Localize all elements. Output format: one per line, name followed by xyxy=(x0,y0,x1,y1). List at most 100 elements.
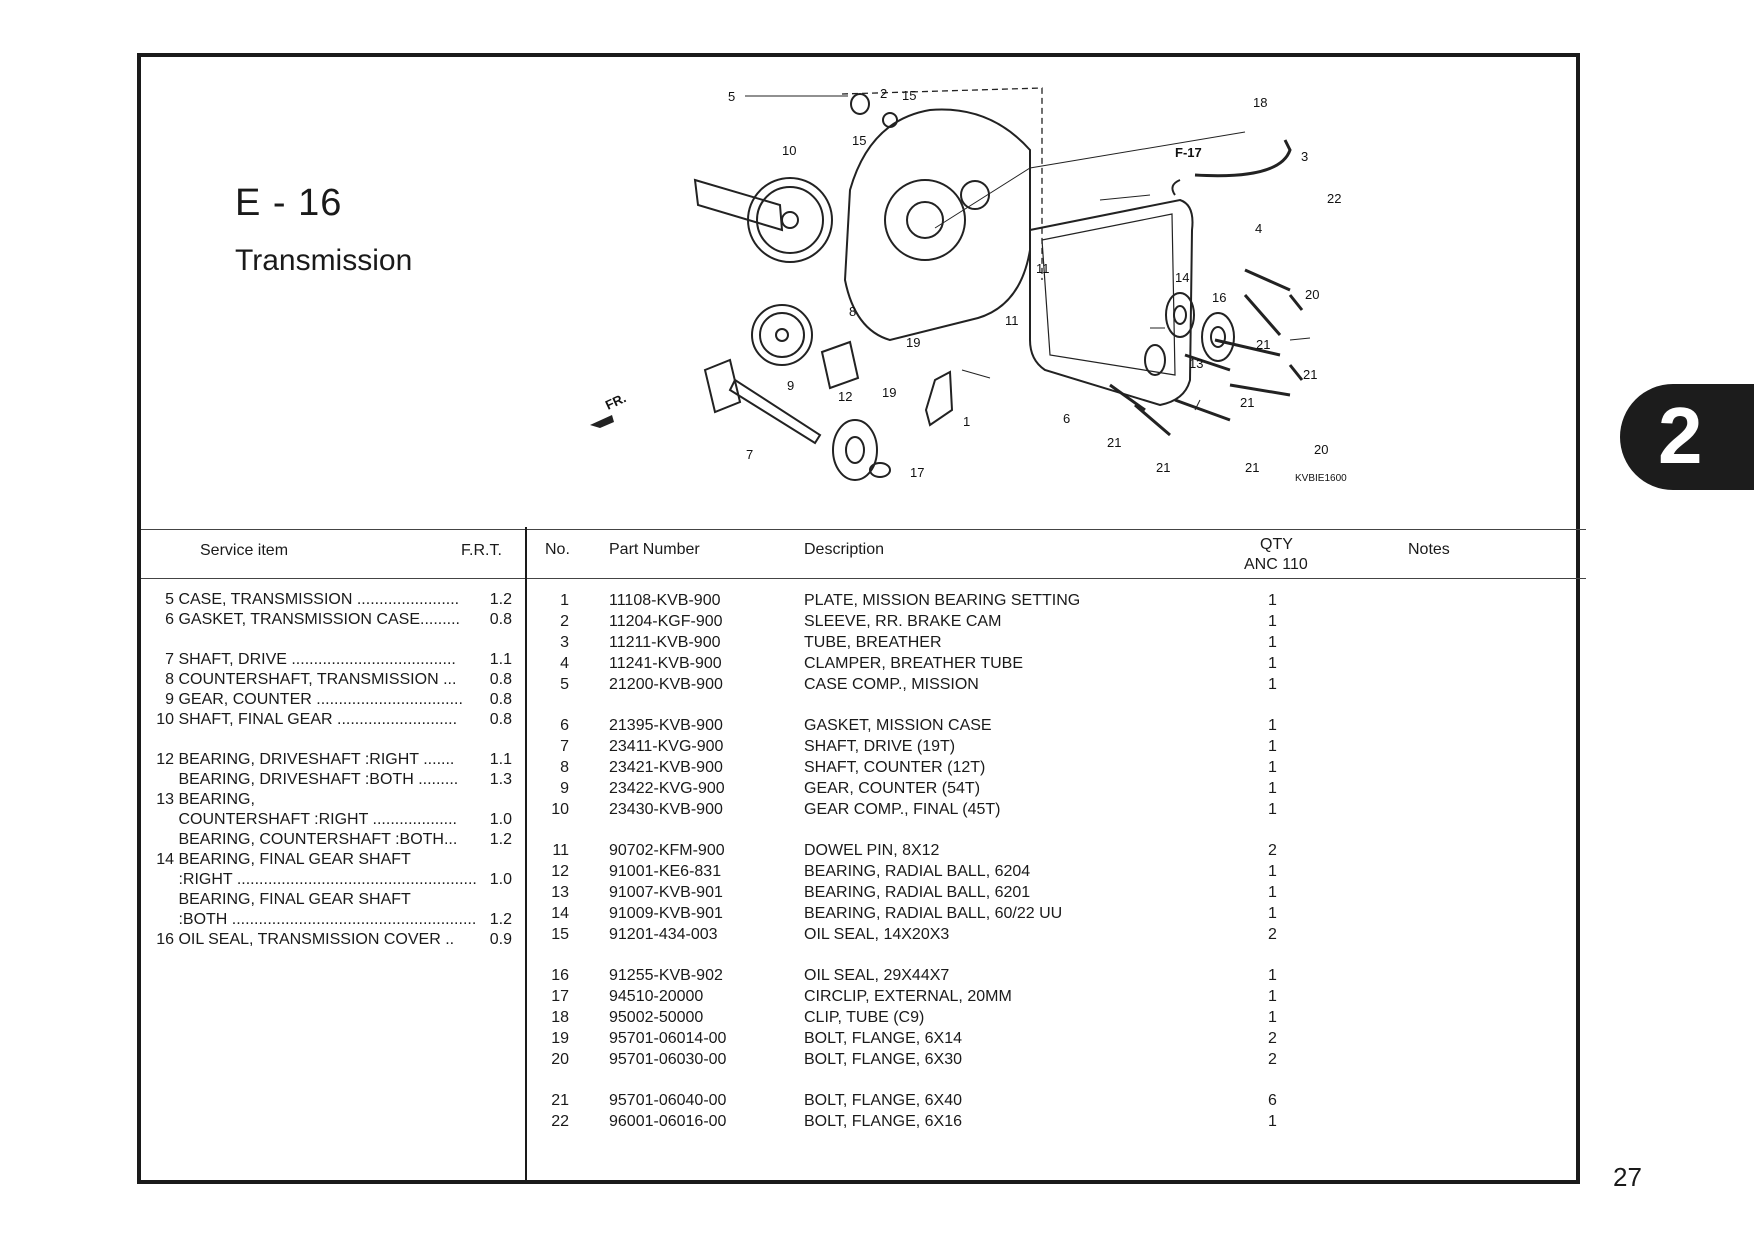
page-frame xyxy=(137,53,1580,1184)
part-description: GASKET, MISSION CASE xyxy=(804,717,992,734)
table-top-rule xyxy=(141,529,1586,530)
part-description: GEAR, COUNTER (54T) xyxy=(804,780,981,797)
part-no: 11 xyxy=(552,842,569,859)
part-description: BOLT, FLANGE, 6X30 xyxy=(804,1051,962,1068)
page-number: 27 xyxy=(1613,1162,1642,1192)
callout-14: 14 xyxy=(1175,270,1189,285)
part-description: CLAMPER, BREATHER TUBE xyxy=(804,655,1024,672)
service-desc: SHAFT, FINAL GEAR ......................… xyxy=(178,711,458,728)
callout-12: 12 xyxy=(838,389,852,404)
callout-20: 20 xyxy=(1305,287,1319,302)
part-number: 90702-KFM-900 xyxy=(609,842,725,859)
service-desc: BEARING, FINAL GEAR SHAFT xyxy=(178,891,411,908)
service-row: BEARING, COUNTERSHAFT :BOTH... 1.2 xyxy=(150,830,512,850)
service-desc: GASKET, TRANSMISSION CASE......... xyxy=(178,611,460,628)
part-no: 14 xyxy=(551,905,569,922)
part-qty: 1 xyxy=(1268,988,1277,1005)
part-no: 13 xyxy=(551,884,569,901)
part-description: OIL SEAL, 14X20X3 xyxy=(804,926,950,943)
callout-2: 2 xyxy=(880,86,887,101)
part-number: 91009-KVB-901 xyxy=(609,905,723,922)
part-number: 91255-KVB-902 xyxy=(609,967,723,984)
part-qty: 1 xyxy=(1268,759,1277,776)
callout-21d: 21 xyxy=(1107,435,1121,450)
part-qty: 1 xyxy=(1268,905,1277,922)
part-no: 7 xyxy=(560,738,569,755)
service-row: 8 COUNTERSHAFT, TRANSMISSION ...0.8 xyxy=(150,670,512,690)
callout-8: 8 xyxy=(849,304,856,319)
part-qty: 1 xyxy=(1268,967,1277,984)
part-no: 3 xyxy=(560,634,569,651)
service-row: 16 OIL SEAL, TRANSMISSION COVER .. 0.9 xyxy=(150,930,512,950)
part-qty: 1 xyxy=(1268,863,1277,880)
callout-15: 15 xyxy=(902,88,916,103)
service-frt: 1.2 xyxy=(489,591,512,608)
part-number: 11204-KGF-900 xyxy=(609,613,723,630)
part-qty: 1 xyxy=(1268,1113,1277,1130)
part-description: SLEEVE, RR. BRAKE CAM xyxy=(804,613,1002,630)
service-no: 14 xyxy=(156,851,174,868)
callout-21e: 21 xyxy=(1156,460,1170,475)
part-qty: 1 xyxy=(1268,801,1277,818)
part-qty: 1 xyxy=(1268,634,1277,651)
part-no: 22 xyxy=(551,1113,569,1130)
callout-11b: 11 xyxy=(1005,313,1019,328)
part-description: BOLT, FLANGE, 6X16 xyxy=(804,1113,962,1130)
chapter-number: 2 xyxy=(1658,391,1703,480)
part-description: BOLT, FLANGE, 6X40 xyxy=(804,1092,962,1109)
service-row: 6 GASKET, TRANSMISSION CASE.........0.8 xyxy=(150,610,512,630)
svg-text:FR.: FR. xyxy=(603,390,628,412)
callout-17: 17 xyxy=(910,465,924,480)
part-number: 91201-434-003 xyxy=(609,926,718,943)
part-no: 19 xyxy=(551,1030,569,1047)
table-divider xyxy=(525,527,527,1180)
part-no: 18 xyxy=(551,1009,569,1026)
service-frt: 1.1 xyxy=(489,751,512,768)
service-desc: OIL SEAL, TRANSMISSION COVER .. xyxy=(178,931,455,948)
callout-18: 18 xyxy=(1253,95,1267,110)
service-desc: :RIGHT .................................… xyxy=(178,871,477,888)
service-frt: 1.2 xyxy=(489,831,512,848)
service-no: 7 xyxy=(165,651,174,668)
service-no: 16 xyxy=(156,931,174,948)
callout-19: 19 xyxy=(906,335,920,350)
part-qty: 2 xyxy=(1268,842,1277,859)
part-number: 23430-KVB-900 xyxy=(609,801,723,818)
service-frt: 1.0 xyxy=(489,811,512,828)
callout-21f: 21 xyxy=(1245,460,1259,475)
part-number: 23411-KVG-900 xyxy=(609,738,724,755)
service-no: 6 xyxy=(165,611,174,628)
service-row: 14 BEARING, FINAL GEAR SHAFT xyxy=(150,850,512,870)
part-description: BEARING, RADIAL BALL, 6204 xyxy=(804,863,1031,880)
part-no: 20 xyxy=(551,1051,569,1068)
part-no: 17 xyxy=(551,988,569,1005)
service-desc: COUNTERSHAFT, TRANSMISSION ... xyxy=(178,671,457,688)
no-header: No. xyxy=(545,541,570,558)
callout-7: 7 xyxy=(746,447,753,462)
callout-21b: 21 xyxy=(1303,367,1317,382)
service-desc: BEARING, xyxy=(178,791,255,808)
service-desc: GEAR, COUNTER ..........................… xyxy=(178,691,463,708)
service-frt: 0.9 xyxy=(489,931,512,948)
part-number: 95002-50000 xyxy=(609,1009,704,1026)
part-no: 4 xyxy=(560,655,569,672)
callout-11: 11 xyxy=(1036,261,1050,276)
part-number: 94510-20000 xyxy=(609,988,704,1005)
part-description: CIRCLIP, EXTERNAL, 20MM xyxy=(804,988,1012,1005)
part-number: 11241-KVB-900 xyxy=(609,655,722,672)
part-qty: 1 xyxy=(1268,738,1277,755)
part-description: BEARING, RADIAL BALL, 60/22 UU xyxy=(804,905,1063,922)
part-no: 16 xyxy=(551,967,569,984)
service-desc: BEARING, COUNTERSHAFT :BOTH... xyxy=(178,831,458,848)
callout-9: 9 xyxy=(787,378,794,393)
part-no: 10 xyxy=(551,801,569,818)
service-frt: 0.8 xyxy=(489,691,512,708)
service-desc: BEARING, FINAL GEAR SHAFT xyxy=(178,851,411,868)
part-no: 6 xyxy=(560,717,569,734)
service-desc: COUNTERSHAFT :RIGHT ................... xyxy=(178,811,457,828)
notes-header: Notes xyxy=(1408,541,1450,558)
part-qty: 1 xyxy=(1268,780,1277,797)
callout-1: 1 xyxy=(963,414,970,429)
part-qty: 1 xyxy=(1268,676,1277,693)
description-header: Description xyxy=(804,541,885,558)
